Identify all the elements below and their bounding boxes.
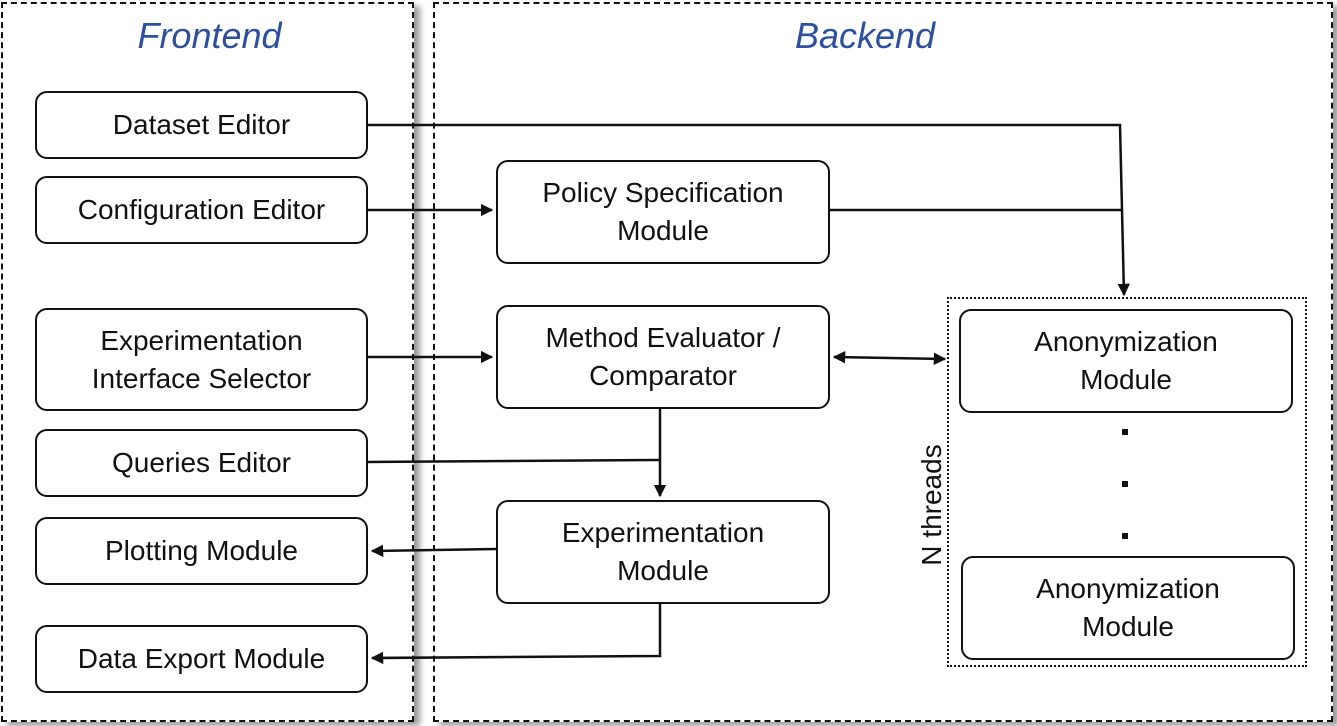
backend-title: Backend — [794, 15, 936, 56]
ellipsis-dot — [1122, 533, 1128, 539]
arrow-experimentation-to-export — [370, 604, 662, 665]
experimentation-module-box: Experimentation Module — [496, 500, 830, 604]
dataset-editor-box: Dataset Editor — [35, 91, 368, 159]
method-evaluator-comparator-box: Method Evaluator / Comparator — [496, 305, 830, 409]
configuration-editor-box: Configuration Editor — [35, 176, 368, 244]
anonymization-module-box-1: Anonymization Module — [959, 309, 1293, 413]
ellipsis-dot — [1122, 429, 1128, 435]
frontend-title: Frontend — [137, 15, 282, 56]
ellipsis-dot — [1122, 481, 1128, 487]
queries-editor-box: Queries Editor — [35, 429, 368, 497]
arrow-dataset-to-anonymization — [368, 123, 1130, 297]
line-queries-to-experimentation — [367, 458, 660, 464]
policy-specification-module-box: Policy Specification Module — [496, 160, 830, 264]
anonymization-module-box-n: Anonymization Module — [961, 556, 1295, 660]
data-export-module-box: Data Export Module — [35, 625, 368, 693]
plotting-module-box: Plotting Module — [35, 517, 368, 585]
arrow-experimentation-to-plotting — [370, 544, 497, 558]
arrow-evaluator-anonymization — [832, 350, 947, 366]
anonymization-thread-group — [947, 297, 1307, 667]
experimentation-interface-selector-box: Experimentation Interface Selector — [35, 308, 368, 411]
